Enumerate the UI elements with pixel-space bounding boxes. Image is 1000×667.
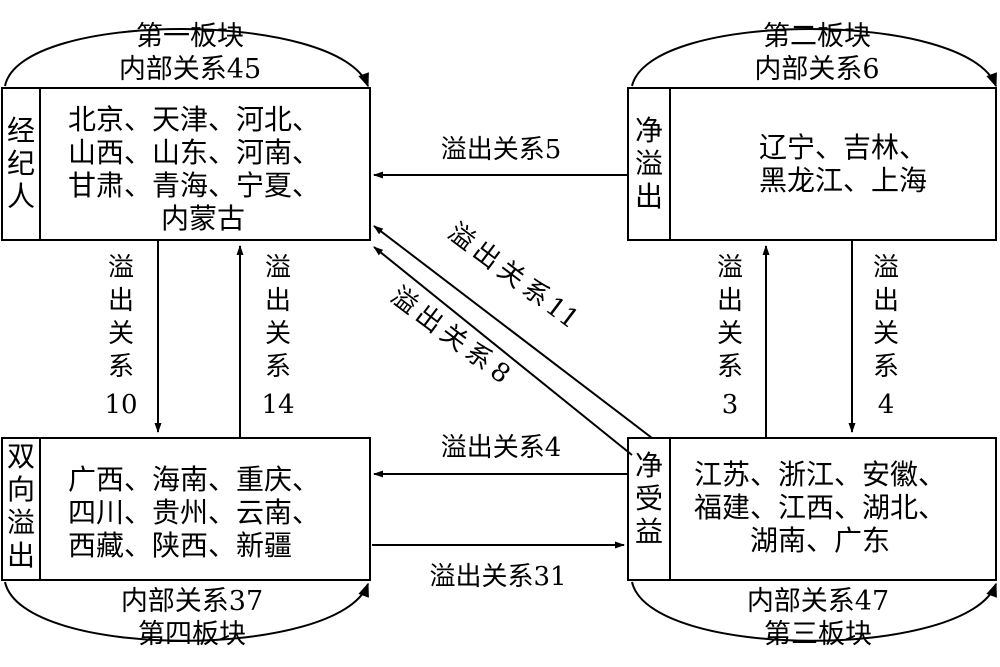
- relation-label: 溢出关系5: [441, 135, 562, 165]
- block-1-internal-arc: [4, 28, 369, 88]
- block-4-internal-relations: 内部关系37: [121, 586, 263, 617]
- block-4-title: 第四板块: [138, 619, 246, 650]
- relation-label-char: 出: [265, 286, 291, 316]
- relation-label-char: 系: [873, 352, 899, 382]
- block-4-role-char: 出: [7, 539, 35, 572]
- relation-label-char: 出: [108, 286, 134, 316]
- relation-label-number: 4: [878, 390, 895, 420]
- relation-arrow: [373, 246, 633, 456]
- relation-label-char: 出: [873, 286, 899, 316]
- block-4-provinces-line: 西藏、陕西、新疆: [68, 529, 292, 562]
- relation-label-char: 系: [108, 352, 134, 382]
- relation-label-rotated: 溢 出 关 系 8: [385, 281, 516, 390]
- relation-label-char: 关: [717, 319, 743, 349]
- block-3-role-char: 受: [635, 482, 663, 515]
- block-3-provinces-line: 福建、江西、湖北、: [694, 491, 946, 524]
- relation-label-char: 系: [265, 352, 291, 382]
- block-3-box: [627, 437, 997, 581]
- block-2-provinces-line: 黑龙江、上海: [759, 164, 927, 197]
- relation-label: 溢出关系4: [441, 433, 562, 463]
- block-1: 第一板块 内部关系45 经 纪 人 北京、天津、河北、 山西、山东、河南、 甘肃…: [1, 21, 371, 241]
- block-1-provinces-line: 山西、山东、河南、: [68, 136, 320, 169]
- block-1-role-char: 经: [7, 114, 35, 147]
- block-2-internal-arc: [631, 28, 997, 88]
- block-2-role-char: 净: [635, 114, 663, 147]
- relation-b3-to-b4: 溢出关系4: [373, 433, 628, 478]
- block-4-box: [1, 437, 371, 581]
- block-4-role-char: 向: [7, 473, 35, 506]
- relation-arrow: [373, 225, 653, 439]
- relation-label-rotated: 溢 出 关 系 11: [442, 218, 584, 336]
- block-4-role-char: 溢: [7, 506, 35, 539]
- relation-label: 溢出关系31: [429, 562, 566, 592]
- relation-label-number: 10: [104, 390, 137, 420]
- block-3-internal-arc: [631, 581, 997, 642]
- relation-label-char: 关: [265, 319, 291, 349]
- relation-b3-to-b2: 溢 出 关 系 3: [717, 245, 770, 438]
- block-3-provinces-line: 湖南、广东: [750, 524, 890, 557]
- relation-label-number: 3: [722, 390, 739, 420]
- relation-label-number: 14: [261, 390, 294, 420]
- block-4-provinces-line: 四川、贵州、云南、: [68, 496, 320, 529]
- relation-b4-to-b1: 溢 出 关 系 14: [236, 245, 295, 438]
- block-2-provinces-line: 辽宁、吉林、: [759, 131, 927, 164]
- relation-b2-to-b1: 溢出关系5: [373, 135, 628, 179]
- relation-label-char: 关: [873, 319, 899, 349]
- relation-b1-to-b4: 溢 出 关 系 10: [104, 240, 162, 433]
- block-1-role-char: 人: [7, 180, 35, 213]
- block-4-role-char: 双: [7, 440, 35, 473]
- relation-label-char: 溢: [265, 253, 291, 283]
- block-3-role-char: 益: [635, 515, 663, 548]
- block-4: 双 向 溢 出 广西、海南、重庆、 四川、贵州、云南、 西藏、陕西、新疆 内部关…: [1, 437, 371, 650]
- block-4-internal-arc: [4, 581, 369, 642]
- block-1-box: [1, 87, 371, 241]
- block-2: 第二板块 内部关系6 净 溢 出 辽宁、吉林、 黑龙江、上海: [627, 21, 997, 241]
- relation-label-char: 溢: [873, 253, 899, 283]
- block-3-role-char: 净: [635, 449, 663, 482]
- block-2-internal-relations: 内部关系6: [754, 54, 879, 85]
- block-3-title: 第三板块: [764, 619, 872, 650]
- block-3-provinces-line: 江苏、浙江、安徽、: [694, 458, 946, 491]
- relation-label-char: 溢: [717, 253, 743, 283]
- relation-label-char: 出: [717, 286, 743, 316]
- block-2-box: [627, 87, 997, 241]
- block-2-role-char: 出: [635, 180, 663, 213]
- block-1-role-char: 纪: [7, 147, 35, 180]
- block-2-title: 第二板块: [763, 21, 871, 52]
- block-1-provinces-line: 甘肃、青海、宁夏、: [68, 169, 320, 202]
- relation-label-char: 溢: [108, 253, 134, 283]
- block-4-provinces-line: 广西、海南、重庆、: [68, 463, 320, 496]
- relation-b2-to-b3: 溢 出 关 系 4: [848, 240, 899, 433]
- block-1-provinces-line: 内蒙古: [161, 202, 245, 235]
- block-3-internal-relations: 内部关系47: [747, 586, 889, 617]
- block-3: 净 受 益 江苏、浙江、安徽、 福建、江西、湖北、 湖南、广东 内部关系47 第…: [627, 437, 997, 650]
- block-2-role-char: 溢: [635, 147, 663, 180]
- block-1-title: 第一板块: [136, 21, 244, 52]
- block-1-provinces-line: 北京、天津、河北、: [68, 103, 320, 136]
- relation-label-char: 系: [717, 352, 743, 382]
- block-1-internal-relations: 内部关系45: [119, 54, 261, 85]
- relation-b4-to-b3: 溢出关系31: [372, 541, 625, 592]
- relation-label-char: 关: [108, 319, 134, 349]
